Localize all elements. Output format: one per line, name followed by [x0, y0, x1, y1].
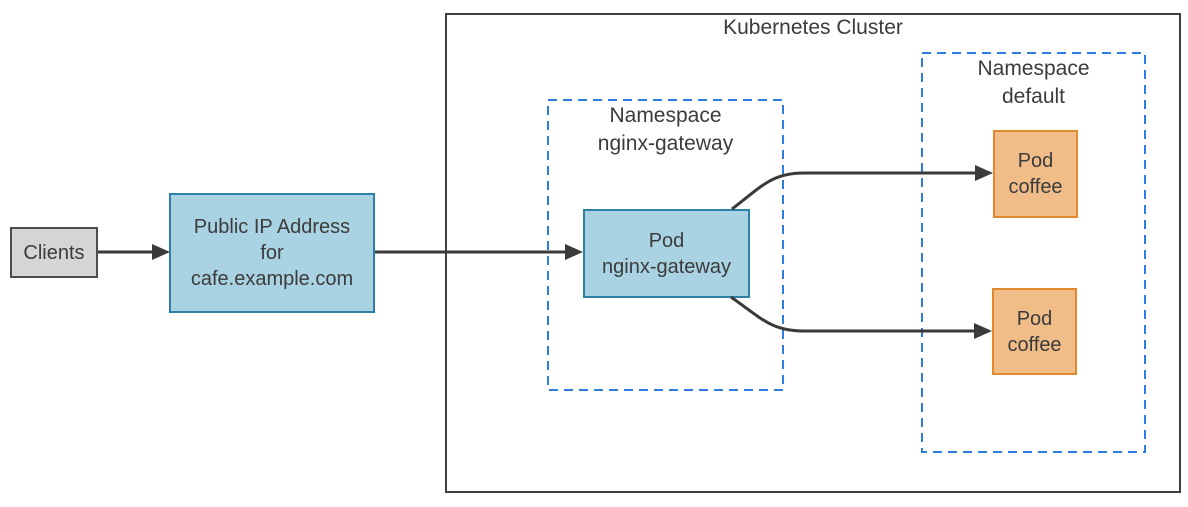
arrowhead-clients-to-public-ip [152, 244, 170, 260]
pod-coffee-1-line2: coffee [1008, 176, 1063, 198]
clients-node: Clients [10, 227, 98, 278]
namespace-nginx-gateway-label-line1: Namespace [609, 104, 722, 127]
pod-nginx-gateway-node: Pod nginx-gateway [583, 209, 750, 298]
pod-coffee-2-line2: coffee [1007, 333, 1062, 356]
public-ip-node-line1: Public IP Address [193, 216, 351, 238]
kubernetes-cluster-title: Kubernetes Cluster [723, 16, 903, 39]
pod-coffee-1-line1: Pod [1017, 150, 1054, 172]
pod-nginx-gateway-line2: nginx-gateway [602, 255, 731, 278]
namespace-default-label-line2: default [1001, 85, 1066, 108]
namespace-nginx-gateway-label: Namespace nginx-gateway [548, 102, 783, 158]
clients-node-label: Clients [23, 241, 85, 264]
namespace-default-label-line1: Namespace [977, 57, 1090, 80]
pod-nginx-gateway-line1: Pod [648, 229, 685, 252]
namespace-nginx-gateway-label-line2: nginx-gateway [597, 132, 734, 155]
public-ip-node-line3: cafe.example.com [190, 268, 354, 290]
public-ip-node-line2: for [260, 242, 284, 264]
public-ip-node: Public IP Address for cafe.example.com [169, 193, 375, 313]
namespace-default-label: Namespace default [922, 55, 1145, 111]
pod-coffee-node-1: Pod coffee [993, 130, 1078, 218]
pod-coffee-node-2: Pod coffee [992, 288, 1077, 375]
pod-coffee-2-line1: Pod [1016, 307, 1053, 330]
